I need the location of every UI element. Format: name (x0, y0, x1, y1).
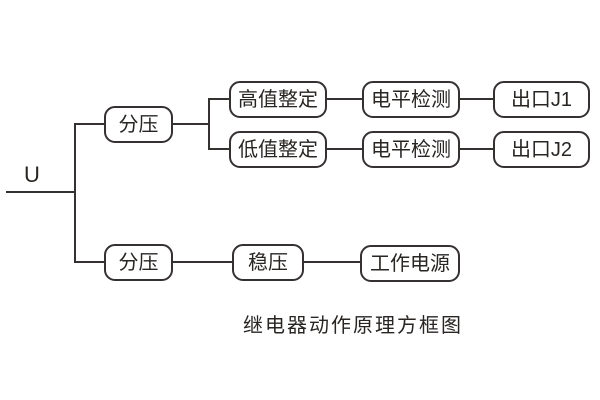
connector-regulator-to-working-power (304, 261, 362, 263)
connector-split-to-low-setting (208, 148, 231, 150)
node-label: 分压 (118, 251, 159, 274)
connector-trunk-vertical (74, 123, 76, 263)
node-output-j2: 出口J2 (493, 131, 590, 168)
connector-level-detect-1-to-output-j1 (460, 98, 495, 100)
node-label: 高值整定 (238, 88, 318, 111)
node-label: 分压 (118, 113, 159, 136)
node-output-j1: 出口J1 (493, 81, 590, 118)
node-label: 电平检测 (371, 88, 451, 111)
connector-level-detect-2-to-output-j2 (460, 148, 495, 150)
node-label: 出口J1 (510, 88, 573, 111)
node-low-setting: 低值整定 (229, 131, 327, 168)
connector-high-setting-to-level-detect-1 (327, 98, 364, 100)
node-level-detect-2: 电平检测 (362, 131, 460, 168)
diagram-caption: 继电器动作原理方框图 (243, 315, 463, 337)
connector-trunk-to-divider-bottom (74, 261, 106, 263)
input-voltage-label: U (24, 162, 40, 187)
node-divider-bottom: 分压 (104, 244, 173, 281)
node-label: 稳压 (248, 251, 288, 274)
node-label: 出口J2 (510, 138, 573, 161)
node-label: 低值整定 (238, 138, 318, 161)
node-divider-top: 分压 (104, 106, 173, 143)
connector-trunk-to-divider-top (74, 123, 106, 125)
node-label: 工作电源 (370, 252, 450, 275)
node-working-power: 工作电源 (360, 245, 460, 282)
connector-divider-bottom-to-regulator (173, 261, 234, 263)
node-high-setting: 高值整定 (229, 81, 327, 118)
node-level-detect-1: 电平检测 (362, 81, 460, 118)
node-regulator: 稳压 (232, 244, 304, 281)
connector-divider-top-to-split (173, 123, 209, 125)
connector-input-horizontal (6, 191, 76, 193)
connector-split-to-high-setting (208, 98, 231, 100)
node-label: 电平检测 (371, 138, 451, 161)
connector-low-setting-to-level-detect-2 (327, 148, 364, 150)
connector-split-vertical (208, 98, 210, 150)
